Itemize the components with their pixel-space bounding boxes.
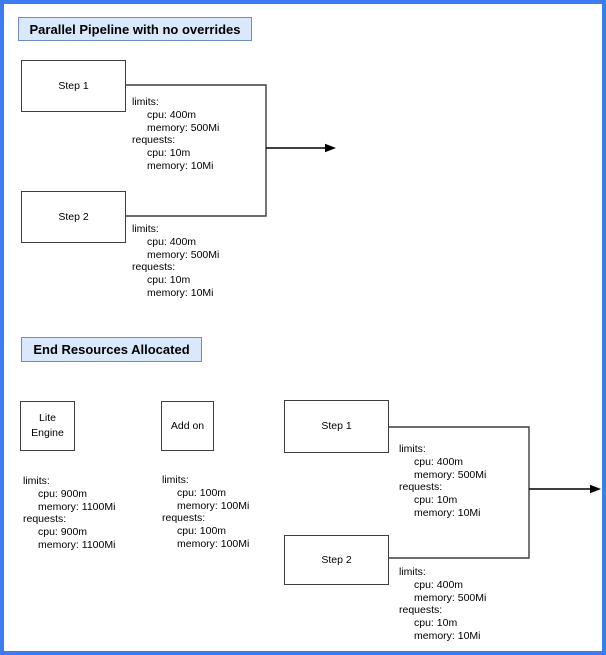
resource-line: limits: xyxy=(162,474,189,486)
resource-line: cpu: 400m xyxy=(414,578,464,591)
resource-line: requests: xyxy=(132,134,176,147)
node-label: Step 2 xyxy=(58,210,89,223)
node-section2-step1: Step 1 xyxy=(284,400,389,453)
resource-line: limits: xyxy=(132,96,159,108)
resource-line: cpu: 400m xyxy=(414,455,464,468)
node-label-line: Lite xyxy=(39,412,56,424)
resource-line: cpu: 100m xyxy=(177,525,227,537)
resource-line: requests: xyxy=(399,481,443,494)
resource-line: requests: xyxy=(23,513,67,526)
resource-line: requests: xyxy=(399,604,443,617)
section1-title: Parallel Pipeline with no overrides xyxy=(18,17,252,41)
resource-line: limits: xyxy=(23,475,50,487)
node-label: Step 1 xyxy=(321,420,352,432)
resources-add-on: limits: cpu: 100m memory: 100Mi requests… xyxy=(162,474,249,551)
section1-title-label: Parallel Pipeline with no overrides xyxy=(29,21,241,37)
resource-line: memory: 100Mi xyxy=(177,537,250,550)
resource-line: requests: xyxy=(132,261,176,274)
resource-line: cpu: 100m xyxy=(177,486,227,499)
resources-section2-step2: limits: cpu: 400m memory: 500Mi requests… xyxy=(399,566,486,643)
resource-line: memory: 10Mi xyxy=(147,286,214,299)
resource-line: memory: 500Mi xyxy=(414,591,487,604)
node-section1-step1: Step 1 xyxy=(21,60,126,112)
node-label-line: Engine xyxy=(31,427,64,439)
section2-title-label: End Resources Allocated xyxy=(33,342,190,357)
node-label: Step 1 xyxy=(58,79,89,92)
resource-line: memory: 100Mi xyxy=(177,499,250,512)
resource-line: memory: 1100Mi xyxy=(38,538,116,551)
resource-line: limits: xyxy=(132,223,159,235)
resources-lite-engine: limits: cpu: 900m memory: 1100Mi request… xyxy=(23,475,115,552)
resource-line: cpu: 10m xyxy=(414,617,458,629)
resource-line: memory: 500Mi xyxy=(414,468,487,481)
resource-line: cpu: 10m xyxy=(414,494,458,506)
node-lite-engine: Lite Engine xyxy=(20,401,75,451)
section2-title: End Resources Allocated xyxy=(21,337,202,362)
resource-line: cpu: 400m xyxy=(147,108,197,121)
resource-line: memory: 500Mi xyxy=(147,121,220,134)
resource-line: limits: xyxy=(399,443,426,455)
node-label: Step 2 xyxy=(321,553,352,566)
resource-line: cpu: 10m xyxy=(147,274,191,286)
resource-line: memory: 10Mi xyxy=(147,159,214,172)
resource-line: memory: 10Mi xyxy=(414,629,481,642)
node-section1-step2: Step 2 xyxy=(21,191,126,243)
resource-line: memory: 10Mi xyxy=(414,506,481,519)
resource-line: cpu: 900m xyxy=(38,526,88,538)
resource-line: cpu: 900m xyxy=(38,487,88,500)
arrowhead-icon xyxy=(590,484,601,494)
node-section2-step2: Step 2 xyxy=(284,535,389,585)
resources-section1-step1: limits: cpu: 400m memory: 500Mi requests… xyxy=(132,96,219,173)
resources-section1-step2: limits: cpu: 400m memory: 500Mi requests… xyxy=(132,223,219,300)
node-add-on: Add on xyxy=(161,401,214,451)
resource-line: requests: xyxy=(162,512,206,525)
resource-line: memory: 1100Mi xyxy=(38,500,116,513)
resource-line: memory: 500Mi xyxy=(147,248,220,261)
arrowhead-icon xyxy=(325,143,336,153)
resource-line: limits: xyxy=(399,566,426,578)
node-label: Add on xyxy=(170,419,205,432)
resource-line: cpu: 10m xyxy=(147,147,191,159)
resource-line: cpu: 400m xyxy=(147,235,197,248)
resources-section2-step1: limits: cpu: 400m memory: 500Mi requests… xyxy=(399,443,486,520)
